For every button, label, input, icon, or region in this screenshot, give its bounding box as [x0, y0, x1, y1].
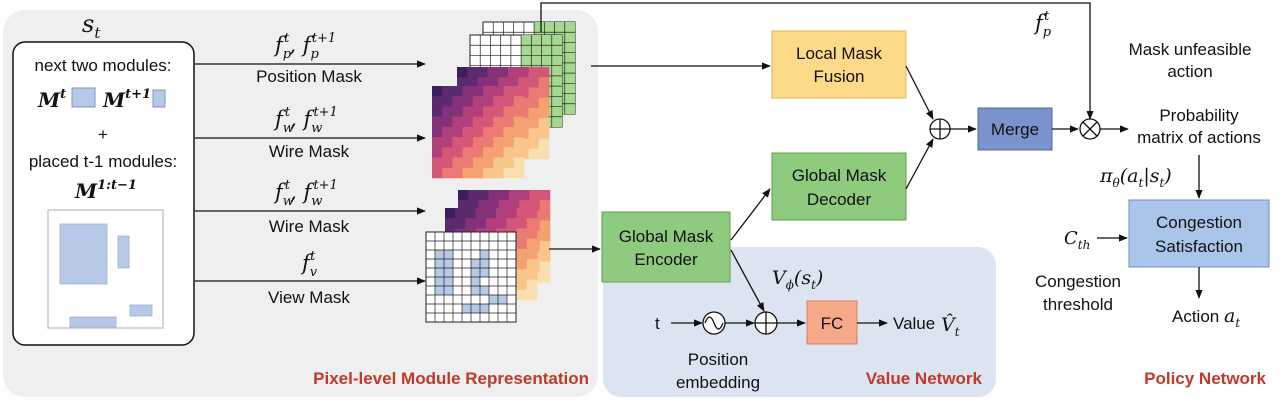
policy-network-title: Policy Network	[1144, 369, 1266, 388]
position-mask-label: Position Mask	[256, 67, 362, 86]
global-mask-encoder-line1: Global Mask	[619, 227, 714, 246]
position-embedding-line1: Position	[688, 350, 748, 369]
value-network-title: Value Network	[866, 369, 983, 388]
mask-unfeasible-line1: Mask unfeasible	[1129, 40, 1252, 59]
state-symbol: st	[82, 10, 101, 42]
t-input: t	[655, 314, 660, 333]
local-mask-fusion-line2: Fusion	[813, 67, 864, 86]
plus-sign: +	[98, 125, 108, 144]
next-modules-label: next two modules:	[34, 56, 171, 75]
v-hat-label: V̂t	[941, 314, 960, 339]
cth-label: Cth	[1064, 228, 1090, 252]
view-mask-formula: fvt	[300, 249, 318, 280]
module-placed-label: M1:t−1	[74, 178, 137, 203]
fc-label: FC	[821, 314, 844, 333]
placed-module-4	[69, 316, 117, 328]
fp-label: fpt	[1033, 9, 1052, 40]
module-mt-label: Mt	[37, 87, 66, 112]
global-mask-decoder-node	[771, 152, 907, 221]
position-wire-mask-stack	[432, 21, 576, 179]
module-mt-shape	[71, 87, 96, 108]
merge-plus-operator	[929, 118, 951, 140]
wire-mask-label-1: Wire Mask	[269, 142, 350, 161]
wire-mask-formula-2: fwt, fwt+1	[273, 178, 338, 209]
wire-view-mask-stack	[425, 190, 551, 323]
wire-mask-heatmap-front	[432, 86, 525, 179]
global-mask-encoder-line2: Encoder	[634, 250, 698, 269]
wire-mask-label-2: Wire Mask	[269, 217, 350, 236]
decoder-to-plus-arrow	[905, 138, 934, 190]
value-plus-operator	[754, 311, 778, 335]
wire-mask-formula-1: fwt, fwt+1	[273, 105, 338, 136]
fp-bypass-line	[540, 2, 1094, 120]
prob-matrix-line1: Probability	[1159, 106, 1239, 125]
position-mask-formula: fpt, fpt+1	[273, 31, 336, 62]
mask-unfeasible-line2: action	[1167, 62, 1212, 81]
fusion-to-plus-arrow	[905, 65, 934, 120]
position-embedding-line2: embedding	[676, 373, 760, 392]
position-embedding-icon	[702, 311, 726, 335]
mask-multiply-operator	[1079, 118, 1101, 140]
prob-matrix-line2: matrix of actions	[1137, 128, 1261, 147]
v-phi-formula: Vϕ(st)	[772, 267, 823, 292]
congestion-satisfaction-line1: Congestion	[1156, 213, 1242, 232]
module-mt1-label: Mt+1	[102, 87, 151, 112]
congestion-satisfaction-node	[1128, 199, 1270, 268]
encoder-to-decoder-arrow	[730, 188, 771, 241]
global-mask-decoder-line2: Decoder	[807, 190, 872, 209]
placed-modules-label: placed t-1 modules:	[29, 152, 177, 171]
value-output-label: Value	[893, 314, 935, 333]
action-label: Action at	[1172, 305, 1240, 330]
policy-formula: πθ(at|st)	[1099, 165, 1172, 190]
encoder-to-value-plus-arrow	[730, 249, 765, 312]
threshold-line2: threshold	[1043, 295, 1113, 314]
local-mask-fusion-node	[771, 30, 907, 99]
merge-label: Merge	[991, 120, 1039, 139]
threshold-line1: Congestion	[1035, 272, 1121, 291]
placed-module-3	[129, 304, 153, 317]
view-mask-label: View Mask	[268, 288, 350, 307]
view-mask-grid	[425, 231, 517, 323]
pixel-representation-title: Pixel-level Module Representation	[313, 369, 589, 388]
congestion-satisfaction-line2: Satisfaction	[1155, 237, 1243, 256]
global-mask-decoder-line1: Global Mask	[792, 166, 887, 185]
fc-node	[806, 300, 858, 345]
placed-module-1	[59, 223, 108, 285]
module-mt1-shape	[152, 89, 166, 108]
local-mask-fusion-line1: Local Mask	[796, 44, 882, 63]
global-mask-encoder-node	[601, 211, 731, 283]
placed-module-2	[117, 235, 130, 269]
